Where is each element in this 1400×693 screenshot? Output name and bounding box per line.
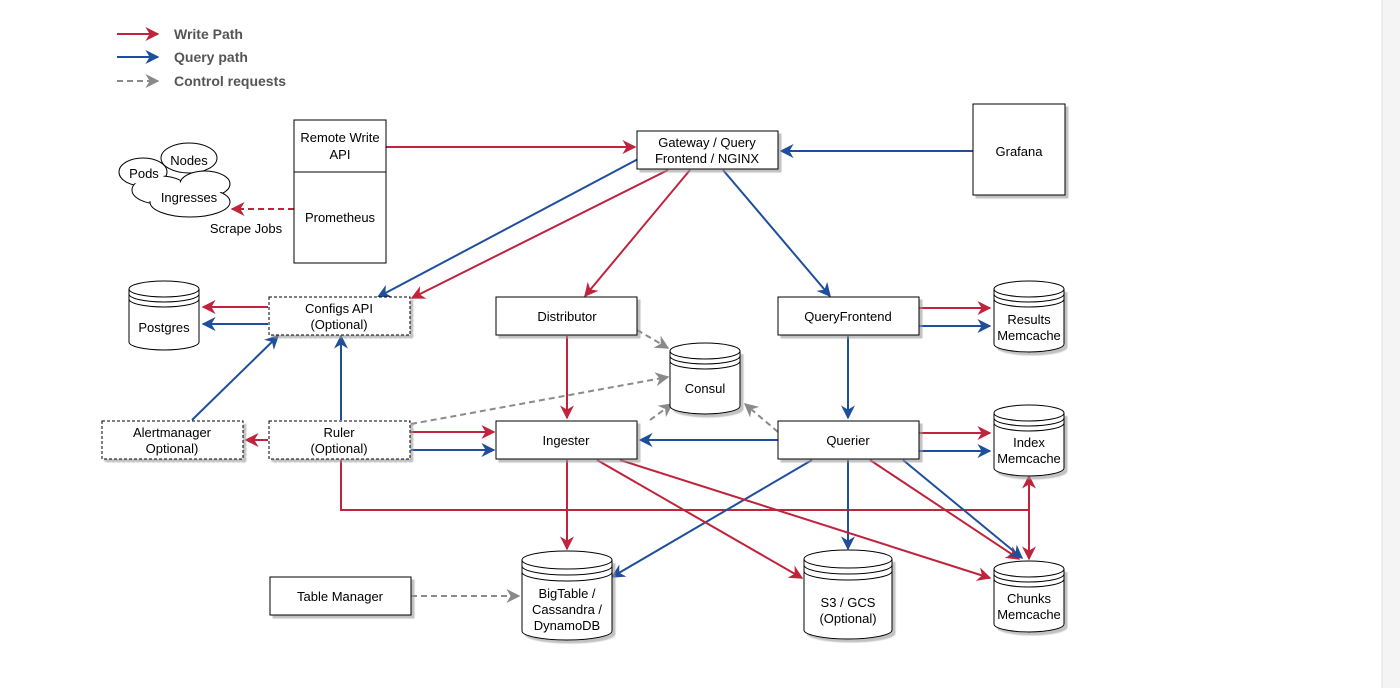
grafana-node[interactable]: Grafana bbox=[972, 103, 1066, 196]
ingester-node[interactable]: Ingester bbox=[495, 420, 638, 460]
results-label-1: Results bbox=[1007, 312, 1051, 327]
bigtable-node[interactable]: BigTable / Cassandra / DynamoDB bbox=[521, 550, 613, 641]
edge-gateway-configs-query bbox=[376, 157, 641, 298]
consul-node[interactable]: Consul bbox=[669, 342, 741, 415]
edge-ruler-indexmemcache bbox=[340, 460, 1036, 511]
s3-gcs-node[interactable]: S3 / GCS (Optional) bbox=[803, 549, 893, 640]
configs-label-2: (Optional) bbox=[310, 317, 367, 332]
edge-ingester-chunks bbox=[619, 459, 992, 581]
edge-gateway-configs-write bbox=[410, 169, 669, 299]
table-manager-node[interactable]: Table Manager bbox=[269, 576, 412, 616]
cloud-nodes-label: Nodes bbox=[170, 153, 208, 168]
prometheus-label: Prometheus bbox=[305, 210, 376, 225]
remote-write-label-1: Remote Write bbox=[300, 130, 379, 145]
index-label-1: Index bbox=[1013, 435, 1045, 450]
legend-control-label: Control requests bbox=[174, 73, 286, 89]
edge-ingester-s3 bbox=[596, 459, 804, 579]
queryfrontend-label: QueryFrontend bbox=[804, 309, 891, 324]
edge-querier-chunks-query bbox=[902, 459, 1024, 559]
gateway-label-2: Frontend / NGINX bbox=[655, 151, 759, 166]
distributor-label: Distributor bbox=[537, 309, 597, 324]
chunks-memcache-node[interactable]: Chunks Memcache bbox=[993, 560, 1065, 633]
edge-querier-bigtable bbox=[610, 459, 813, 578]
ruler-label-1: Ruler bbox=[323, 425, 355, 440]
postgres-node[interactable]: Postgres bbox=[128, 280, 200, 351]
legend-query-label: Query path bbox=[174, 49, 248, 65]
configs-api-node[interactable]: Configs API (Optional) bbox=[268, 296, 411, 336]
alertmanager-label-1: Alertmanager bbox=[133, 425, 212, 440]
bigtable-label-2: Cassandra / bbox=[532, 602, 602, 617]
s3-label-2: (Optional) bbox=[819, 611, 876, 626]
edge-querier-consul bbox=[743, 403, 779, 433]
alertmanager-node[interactable]: Alertmanager Optional) bbox=[101, 420, 244, 460]
bigtable-label-3: DynamoDB bbox=[534, 618, 600, 633]
cloud-pods-label: Pods bbox=[129, 166, 159, 181]
legend-write-label: Write Path bbox=[174, 26, 243, 42]
edge-alertmanager-configs bbox=[191, 335, 280, 421]
scrollbar-track[interactable] bbox=[1382, 0, 1400, 688]
consul-label: Consul bbox=[685, 381, 726, 396]
gateway-node[interactable]: Gateway / Query Frontend / NGINX bbox=[636, 130, 779, 170]
postgres-label: Postgres bbox=[138, 320, 190, 335]
edge-gateway-queryfrontend bbox=[722, 169, 831, 298]
k8s-cloud: Nodes Pods Ingresses bbox=[118, 142, 231, 218]
table-manager-label: Table Manager bbox=[297, 589, 384, 604]
prometheus-node[interactable]: Remote Write API Prometheus bbox=[293, 119, 387, 264]
ruler-node[interactable]: Ruler (Optional) bbox=[268, 420, 411, 460]
gateway-label-1: Gateway / Query bbox=[658, 135, 756, 150]
chunks-label-1: Chunks bbox=[1007, 591, 1052, 606]
results-label-2: Memcache bbox=[997, 328, 1061, 343]
edge-distributor-consul bbox=[636, 329, 670, 349]
configs-label-1: Configs API bbox=[305, 301, 373, 316]
scrape-jobs-label: Scrape Jobs bbox=[210, 221, 283, 236]
alertmanager-label-2: Optional) bbox=[146, 441, 199, 456]
results-memcache-node[interactable]: Results Memcache bbox=[993, 280, 1065, 353]
index-label-2: Memcache bbox=[997, 451, 1061, 466]
querier-node[interactable]: Querier bbox=[777, 420, 920, 460]
bigtable-label-1: BigTable / bbox=[538, 586, 595, 601]
ingester-label: Ingester bbox=[543, 433, 591, 448]
legend: Write Path Query path Control requests bbox=[117, 26, 286, 89]
distributor-node[interactable]: Distributor bbox=[495, 296, 638, 336]
s3-label-1: S3 / GCS bbox=[821, 595, 876, 610]
grafana-label: Grafana bbox=[996, 144, 1044, 159]
cloud-ingresses-label: Ingresses bbox=[161, 190, 218, 205]
index-memcache-node[interactable]: Index Memcache bbox=[993, 404, 1065, 477]
queryfrontend-node[interactable]: QueryFrontend bbox=[777, 296, 920, 336]
querier-label: Querier bbox=[826, 433, 870, 448]
edges bbox=[191, 140, 1036, 603]
edge-ruler-consul bbox=[410, 372, 670, 425]
edge-ingester-consul bbox=[649, 403, 674, 421]
edge-gateway-distributor bbox=[584, 169, 691, 298]
ruler-label-2: (Optional) bbox=[310, 441, 367, 456]
edge-querier-chunks-write bbox=[869, 459, 1021, 560]
chunks-label-2: Memcache bbox=[997, 607, 1061, 622]
remote-write-label-2: API bbox=[330, 147, 351, 162]
